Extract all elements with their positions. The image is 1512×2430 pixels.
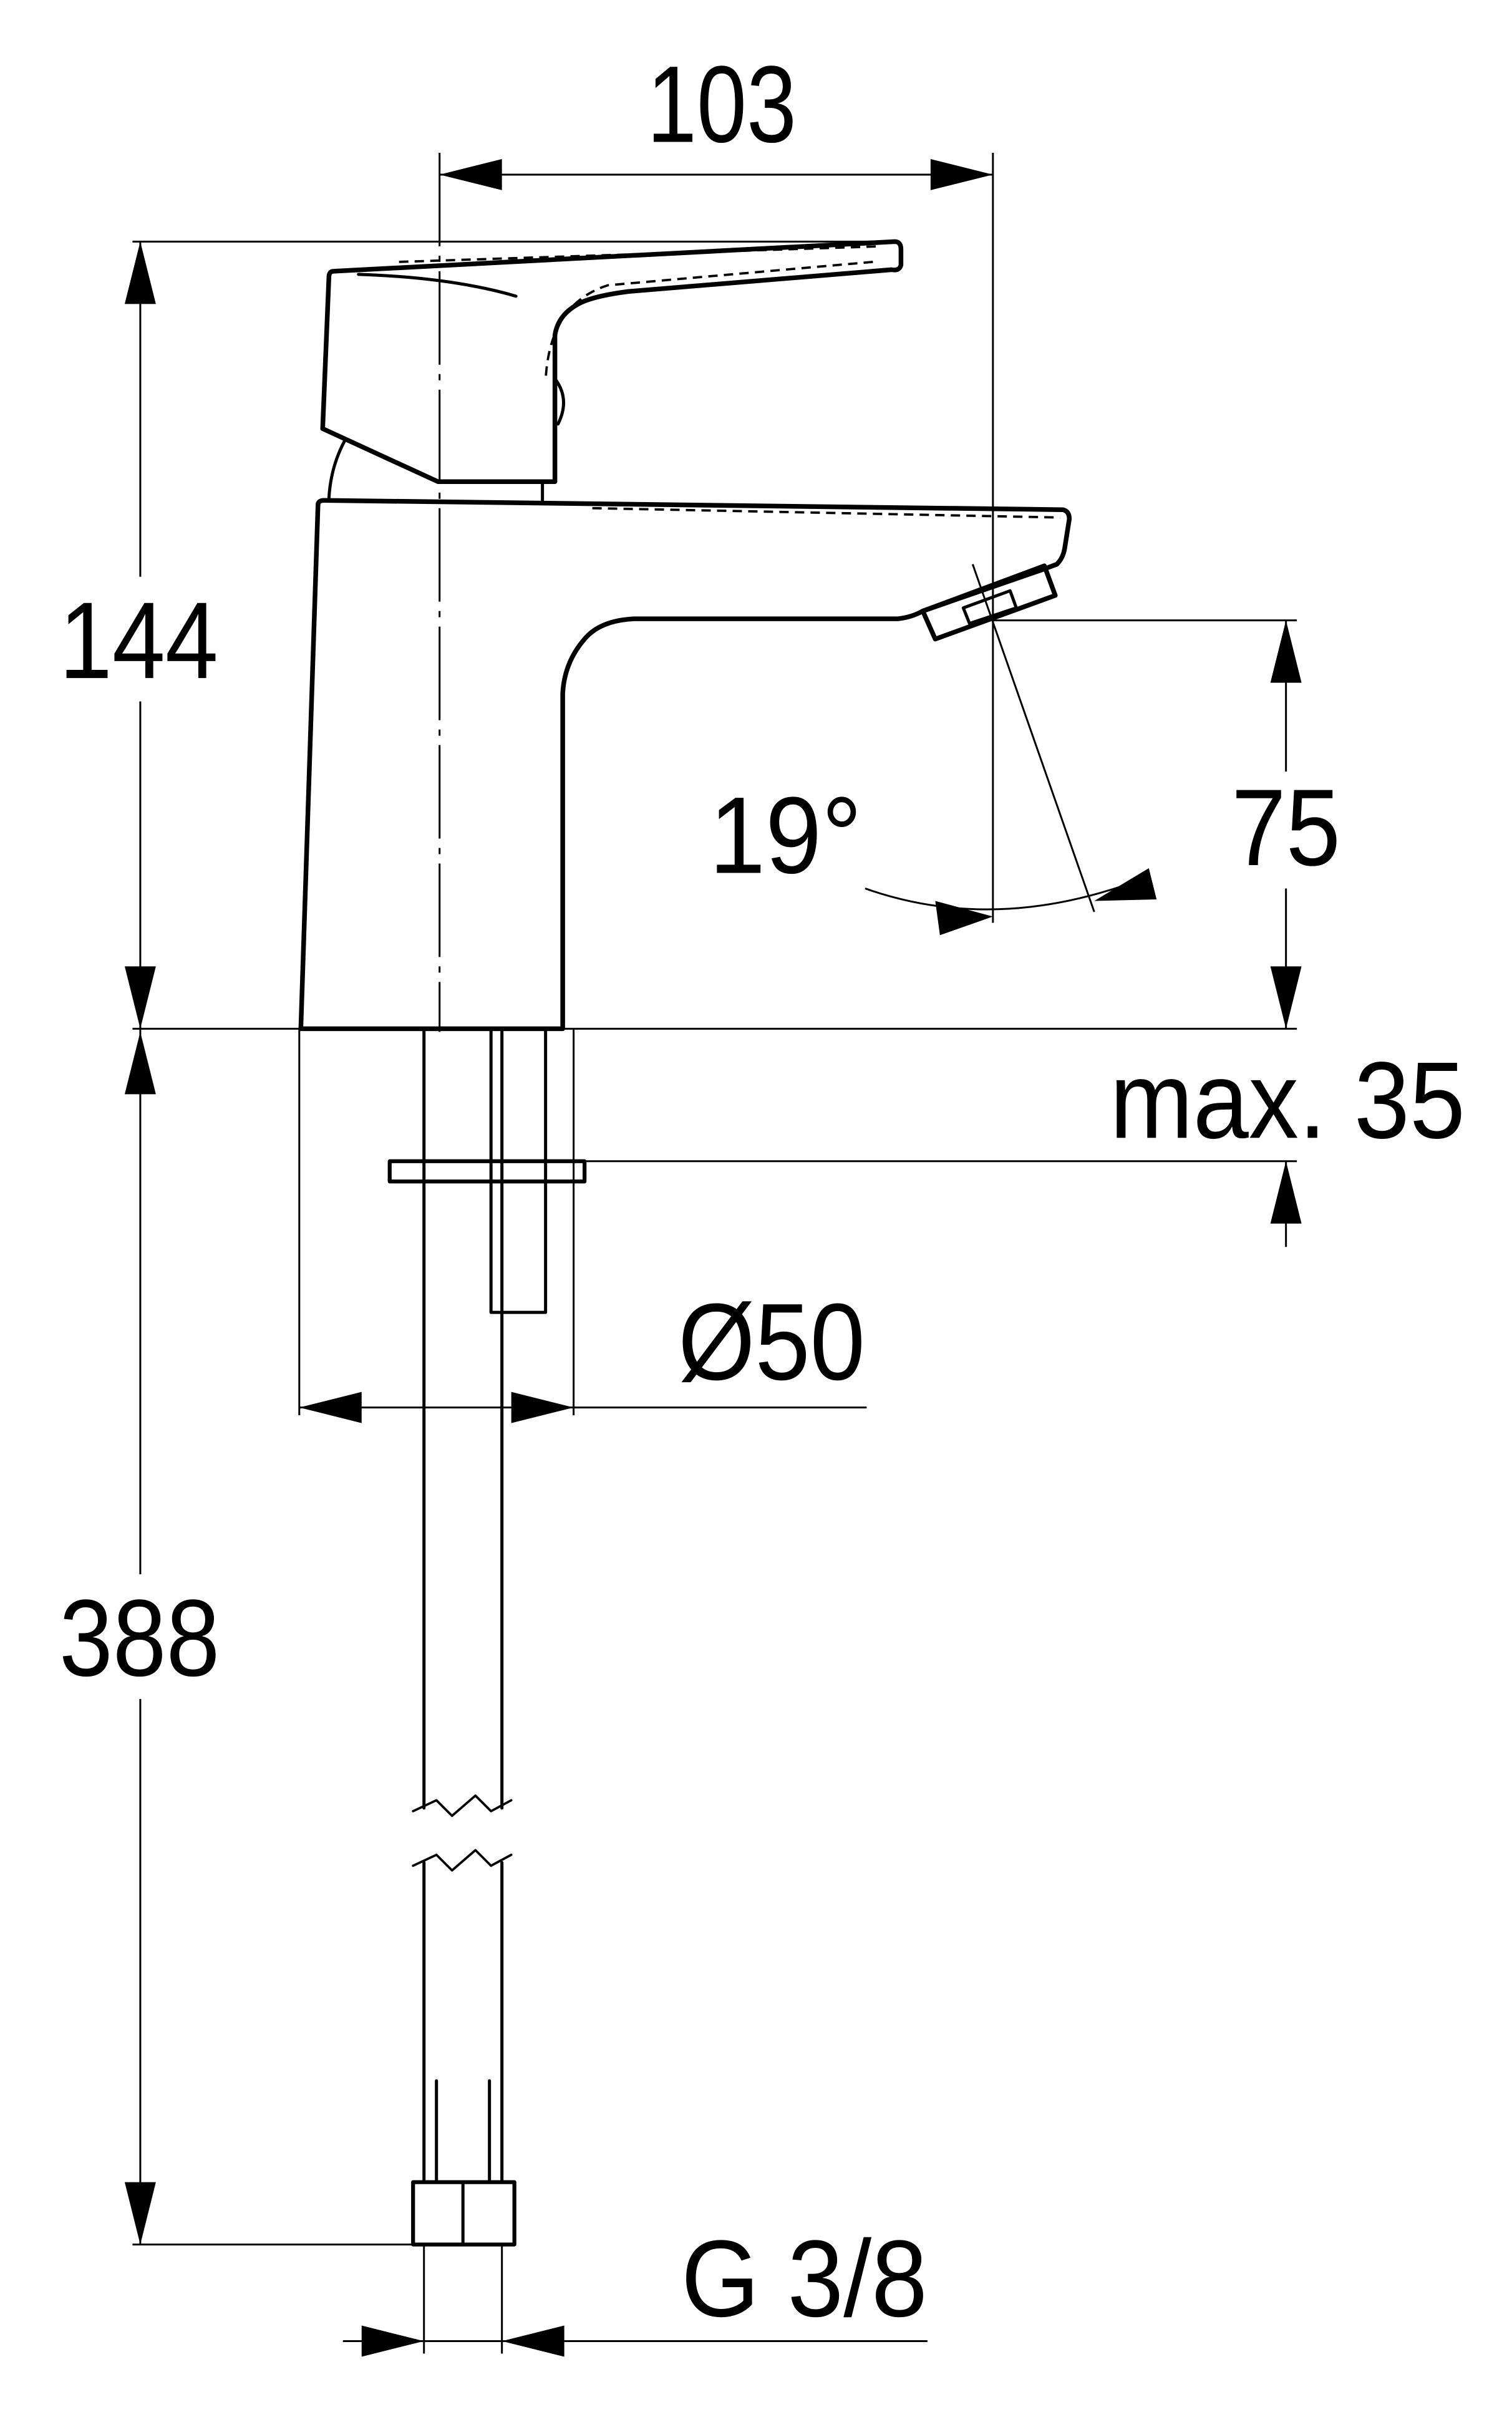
dim-mixer-height: 144 xyxy=(59,580,218,702)
connection-hoses xyxy=(387,1027,587,2247)
lever-hidden-curve xyxy=(544,261,873,382)
cartridge-cap xyxy=(327,439,346,501)
lever-inner-curve xyxy=(357,273,518,298)
faucet-outline xyxy=(298,239,1072,1032)
dim-base-diameter: Ø50 xyxy=(678,1282,865,1403)
mounting-flange xyxy=(387,1159,587,1184)
spout-hidden-edge xyxy=(592,506,1060,519)
threaded-rod xyxy=(489,1027,548,1314)
dim-spout-angle: 19° xyxy=(709,775,862,896)
aerator xyxy=(920,563,1058,642)
dim-spout-height: 75 xyxy=(1231,767,1340,889)
dim-max-deck-thickness: max. 35 xyxy=(1110,1040,1465,1161)
break-mark-top xyxy=(412,1794,513,1818)
dimension-lines xyxy=(124,152,1302,2357)
dim-hose-length: 388 xyxy=(59,1577,220,1699)
lever-handle xyxy=(320,239,904,484)
dim-connection-thread: G 3/8 xyxy=(681,2219,928,2340)
aerator-insert xyxy=(961,589,1018,626)
dim-spout-projection: 103 xyxy=(647,44,797,165)
dimension-labels: 103 144 75 19° max. 35 Ø50 388 G 3/8 xyxy=(46,44,1465,2340)
break-mark-bottom xyxy=(412,1849,513,1872)
lever-hidden-edge xyxy=(399,245,881,263)
lever-pivot xyxy=(553,377,565,426)
mixer-body xyxy=(298,498,1072,1032)
